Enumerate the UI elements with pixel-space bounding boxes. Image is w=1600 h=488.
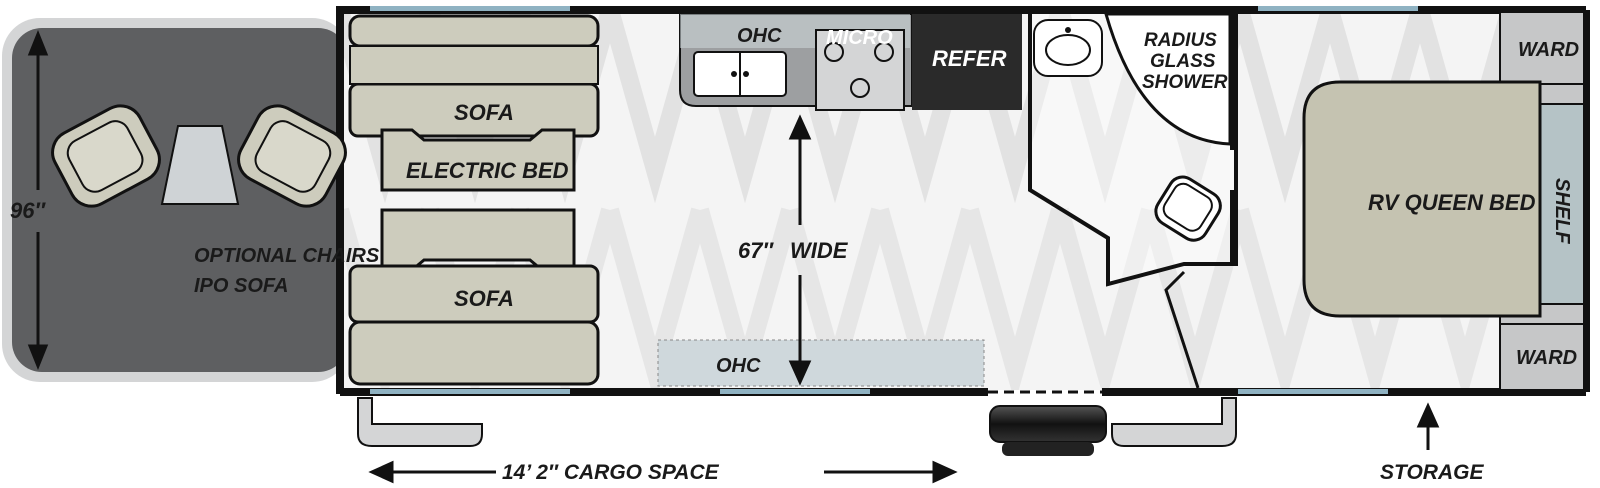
label-sofa-top: SOFA	[454, 100, 514, 125]
label-sofa-bottom: SOFA	[454, 286, 514, 311]
sofa-top	[348, 14, 600, 138]
label-ward-top: WARD	[1518, 39, 1579, 61]
cargo-space-dimension	[368, 460, 958, 484]
ohc-bottom	[657, 339, 985, 387]
optional-chair-left	[51, 104, 161, 208]
label-ohc-bottom: OHC	[716, 355, 761, 377]
width-96-dimension	[27, 29, 49, 371]
label-shelf: SHELF	[1551, 178, 1573, 244]
label-shower: SHOWER	[1142, 72, 1228, 93]
label-glass: GLASS	[1150, 51, 1216, 72]
label-cargo-space: 14’ 2″ CARGO SPACE	[502, 461, 720, 484]
wide-67-dimension	[788, 114, 812, 386]
wheel-fender-right	[1111, 397, 1237, 447]
radius-glass-shower	[1104, 12, 1232, 146]
label-wide-word: WIDE	[790, 238, 849, 263]
electric-bed-bottom	[380, 208, 576, 272]
label-ward-bottom: WARD	[1516, 347, 1577, 369]
windows	[370, 6, 1418, 394]
toilet	[1154, 175, 1222, 242]
bathroom-sink	[1033, 19, 1103, 77]
wheel-fender-left	[357, 397, 483, 447]
rv-queen-bed	[1302, 80, 1542, 318]
label-ipo-sofa: IPO SOFA	[194, 275, 288, 297]
label-electric-bed: ELECTRIC BED	[406, 158, 569, 183]
label-storage: STORAGE	[1380, 461, 1484, 484]
sink-double	[693, 51, 787, 97]
label-queen-bed: RV QUEEN BED	[1368, 190, 1536, 215]
entry-steps	[989, 405, 1107, 456]
label-radius: RADIUS	[1144, 30, 1217, 51]
label-ohc-top: OHC	[737, 25, 782, 47]
label-width-96: 96″	[10, 198, 46, 223]
label-micro: MICRO	[826, 27, 893, 49]
label-wide-67: 67″	[738, 238, 774, 263]
storage-arrow-icon	[1416, 402, 1440, 450]
sofa-bottom	[348, 264, 600, 386]
refrigerator	[912, 14, 1022, 110]
optional-chair-right	[237, 104, 347, 208]
label-optional-chairs: OPTIONAL CHAIRS	[194, 245, 380, 267]
shelf	[1539, 103, 1585, 305]
cooktop	[815, 29, 905, 111]
label-refer: REFER	[932, 46, 1007, 71]
optional-table	[160, 125, 240, 205]
electric-bed-top	[380, 128, 576, 192]
